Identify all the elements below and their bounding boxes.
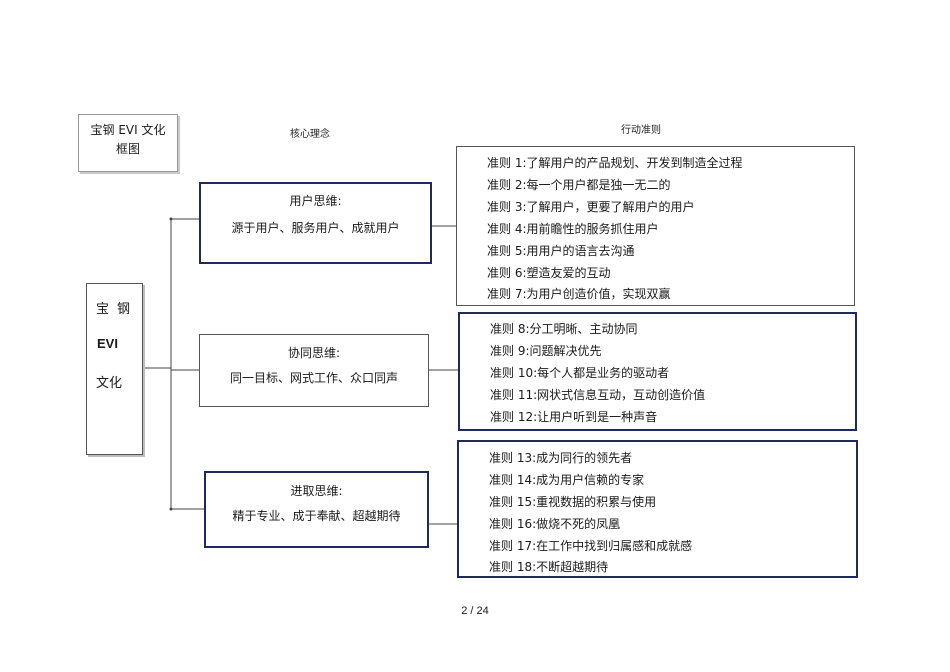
- rules-box-enterprising: 准则 13:成为同行的领先者 准则 14:成为用户信赖的专家 准则 15:重视数…: [457, 440, 858, 578]
- rule-item: 准则 3:了解用户，更要了解用户的用户: [487, 200, 695, 214]
- rule-item: 准则 7:为用户创造价值，实现双赢: [487, 287, 671, 301]
- rule-item: 准则 9:问题解决优先: [490, 344, 602, 358]
- core-line-3: 文化: [96, 376, 123, 391]
- rule-item: 准则 13:成为同行的领先者: [489, 451, 633, 465]
- mind-title: 用户思维:: [289, 194, 342, 208]
- rule-item: 准则 10:每个人都是业务的驱动者: [490, 366, 670, 380]
- rule-item: 准则 18:不断超越期待: [489, 560, 609, 574]
- rule-item: 准则 15:重视数据的积累与使用: [489, 495, 657, 509]
- mind-title: 协同思维:: [287, 346, 341, 360]
- rules-box-collaboration: 准则 8:分工明晰、主动协同 准则 9:问题解决优先 准则 10:每个人都是业务…: [458, 312, 857, 431]
- page-number: 2 / 24: [461, 605, 489, 617]
- rule-item: 准则 6:塑造友爱的互动: [487, 266, 611, 280]
- mind-box-user: 用户思维: 源于用户、服务用户、成就用户: [199, 182, 432, 264]
- mind-box-collaboration: 协同思维: 同一目标、网式工作、众口同声: [199, 334, 429, 407]
- header-core: 核心理念: [290, 129, 330, 140]
- rule-item: 准则 14:成为用户信赖的专家: [489, 473, 645, 487]
- core-box: 宝钢 EVI 文化: [86, 283, 143, 455]
- title-line-1: 宝钢 EVI 文化: [90, 123, 166, 137]
- core-line-2: EVI: [97, 336, 118, 351]
- rules-box-user: 准则 1:了解用户的产品规划、开发到制造全过程 准则 2:每一个用户都是独一无二…: [456, 146, 855, 306]
- core-line-1: 宝钢: [96, 302, 139, 317]
- rule-item: 准则 12:让用户听到是一种声音: [490, 410, 658, 424]
- mind-title: 进取思维:: [290, 484, 343, 498]
- mind-box-enterprising: 进取思维: 精于专业、成于奉献、超越期待: [204, 471, 429, 548]
- mind-desc: 精于专业、成于奉献、超越期待: [232, 509, 401, 523]
- rule-item: 准则 1:了解用户的产品规划、开发到制造全过程: [487, 156, 743, 170]
- mind-desc: 同一目标、网式工作、众口同声: [229, 371, 398, 385]
- mind-desc: 源于用户、服务用户、成就用户: [231, 221, 400, 235]
- rule-item: 准则 11:网状式信息互动，互动创造价值: [490, 388, 706, 402]
- diagram-title: 宝钢 EVI 文化 框图: [78, 114, 178, 172]
- rule-item: 准则 16:做烧不死的凤凰: [489, 517, 621, 531]
- rule-item: 准则 8:分工明晰、主动协同: [490, 322, 638, 336]
- rule-item: 准则 17:在工作中找到归属感和成就感: [489, 539, 693, 553]
- title-line-2: 框图: [115, 142, 140, 156]
- rule-item: 准则 4:用前瞻性的服务抓住用户: [487, 222, 659, 236]
- rule-item: 准则 2:每一个用户都是独一无二的: [487, 178, 671, 192]
- header-rules: 行动准则: [621, 125, 661, 136]
- rule-item: 准则 5:用用户的语言去沟通: [487, 244, 635, 258]
